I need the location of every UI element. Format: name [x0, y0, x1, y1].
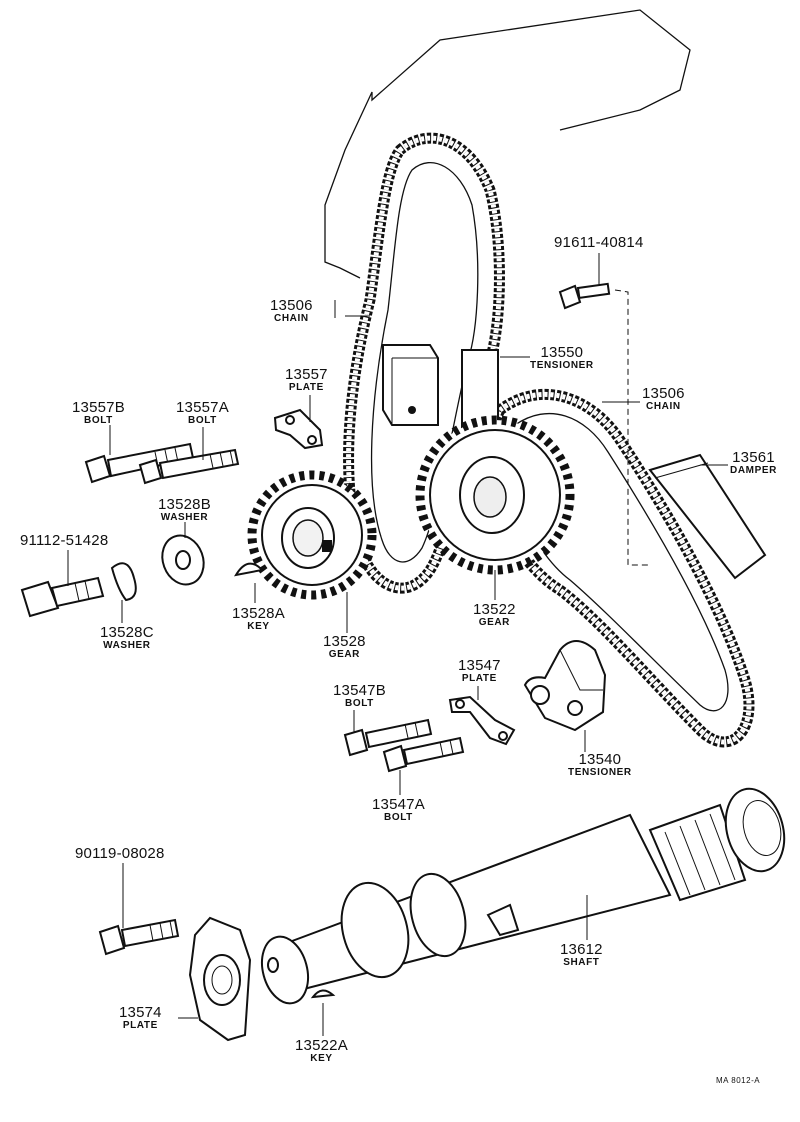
- label-13557-plate: 13557 PLATE: [285, 367, 328, 393]
- bolt-91611-40814: [558, 282, 648, 566]
- part-number: 90119-08028: [75, 845, 165, 862]
- part-number: 13522: [473, 601, 516, 618]
- chain-right-loop: [484, 389, 755, 748]
- part-name: PLATE: [122, 1020, 158, 1031]
- part-number: 91611-40814: [554, 234, 644, 251]
- part-name: BOLT: [84, 415, 113, 426]
- part-name: GEAR: [478, 617, 510, 628]
- label-13528B-washer: 13528B WASHER: [158, 497, 211, 523]
- label-13557A-bolt: 13557A BOLT: [176, 400, 229, 426]
- label-91112-51428: 91112-51428: [20, 533, 108, 548]
- plate-13574: [188, 916, 252, 1042]
- label-13528C-washer: 13528C WASHER: [100, 625, 154, 651]
- part-name: WASHER: [160, 512, 209, 523]
- part-name: PLATE: [461, 673, 497, 684]
- washer-13528B: [161, 534, 205, 586]
- part-number: 13506: [270, 297, 313, 314]
- part-number: 13506: [642, 385, 685, 402]
- part-number: 13528C: [100, 624, 154, 641]
- washer-13528C: [110, 562, 137, 602]
- label-13522-gear: 13522 GEAR: [473, 602, 516, 628]
- label-13557B-bolt: 13557B BOLT: [72, 400, 125, 426]
- leader-lines: [67, 253, 728, 1036]
- part-name: GEAR: [328, 649, 360, 660]
- part-name: CHAIN: [274, 313, 309, 324]
- part-name: TENSIONER: [568, 767, 632, 778]
- plate-13547: [448, 695, 516, 746]
- label-90119-08028: 90119-08028: [75, 846, 165, 861]
- part-number: 13547A: [372, 796, 425, 813]
- label-13506-chain-top: 13506 CHAIN: [270, 298, 313, 324]
- part-number: 13561: [732, 449, 775, 466]
- label-13547B-bolt: 13547B BOLT: [333, 683, 386, 709]
- part-number: 13557B: [72, 399, 125, 416]
- label-13528A-key: 13528A KEY: [232, 606, 285, 632]
- part-name: TENSIONER: [530, 360, 594, 371]
- part-name: CHAIN: [646, 401, 681, 412]
- part-number: 13574: [119, 1004, 162, 1021]
- part-name: KEY: [310, 1053, 333, 1064]
- label-13540-tensioner: 13540 TENSIONER: [568, 752, 632, 778]
- part-number: 91112-51428: [20, 532, 109, 549]
- part-number: 13522A: [295, 1037, 348, 1054]
- bolt-13547A: [382, 736, 465, 773]
- part-number: 13547: [458, 657, 501, 674]
- part-number: 13612: [560, 941, 603, 958]
- bolt-13557B: [84, 442, 195, 484]
- damper-13561: [648, 453, 767, 580]
- label-13612-shaft: 13612 SHAFT: [560, 942, 603, 968]
- bolt-91112-51428: [20, 576, 105, 618]
- part-name: BOLT: [384, 812, 413, 823]
- chain-tensioner-13550: [382, 344, 499, 431]
- tensioner-13540: [523, 640, 607, 732]
- label-13506-chain-right: 13506 CHAIN: [642, 386, 685, 412]
- part-number: 13557A: [176, 399, 229, 416]
- key-13522A: [310, 989, 336, 999]
- part-name: WASHER: [103, 640, 151, 651]
- part-number: 13557: [285, 366, 328, 383]
- part-number: 13528A: [232, 605, 285, 622]
- label-13574-plate: 13574 PLATE: [119, 1005, 162, 1031]
- part-name: BOLT: [345, 698, 374, 709]
- part-number: 13540: [578, 751, 622, 768]
- label-13550-tensioner: 13550 TENSIONER: [530, 345, 594, 371]
- part-name: SHAFT: [563, 957, 600, 968]
- label-91611-40814: 91611-40814: [554, 235, 644, 250]
- shaft-13612: [260, 787, 786, 1005]
- bolt-13547B: [343, 718, 433, 757]
- part-name: KEY: [247, 621, 270, 632]
- chain-left-loop: [343, 132, 505, 594]
- key-13528A: [233, 562, 264, 577]
- engine-block-outline: [324, 9, 691, 279]
- part-name: DAMPER: [730, 465, 777, 476]
- part-name: BOLT: [188, 415, 217, 426]
- bolt-90119-08028: [98, 918, 180, 956]
- part-number: 13528B: [158, 496, 211, 513]
- gear-13522: [415, 415, 575, 575]
- label-13528-gear: 13528 GEAR: [323, 634, 366, 660]
- label-13547-plate: 13547 PLATE: [458, 658, 501, 684]
- part-number: 13550: [540, 344, 584, 361]
- drawing-code: MA 8012-A: [716, 1076, 761, 1085]
- part-name: PLATE: [288, 382, 324, 393]
- bolt-13557A: [138, 448, 240, 485]
- label-13547A-bolt: 13547A BOLT: [372, 797, 425, 823]
- label-13561-damper: 13561 DAMPER: [730, 450, 777, 476]
- label-13522A-key: 13522A KEY: [295, 1038, 348, 1064]
- plate-13557: [273, 408, 324, 450]
- part-number: 13528: [323, 633, 366, 650]
- gear-13528: [247, 470, 377, 600]
- part-number: 13547B: [333, 682, 386, 699]
